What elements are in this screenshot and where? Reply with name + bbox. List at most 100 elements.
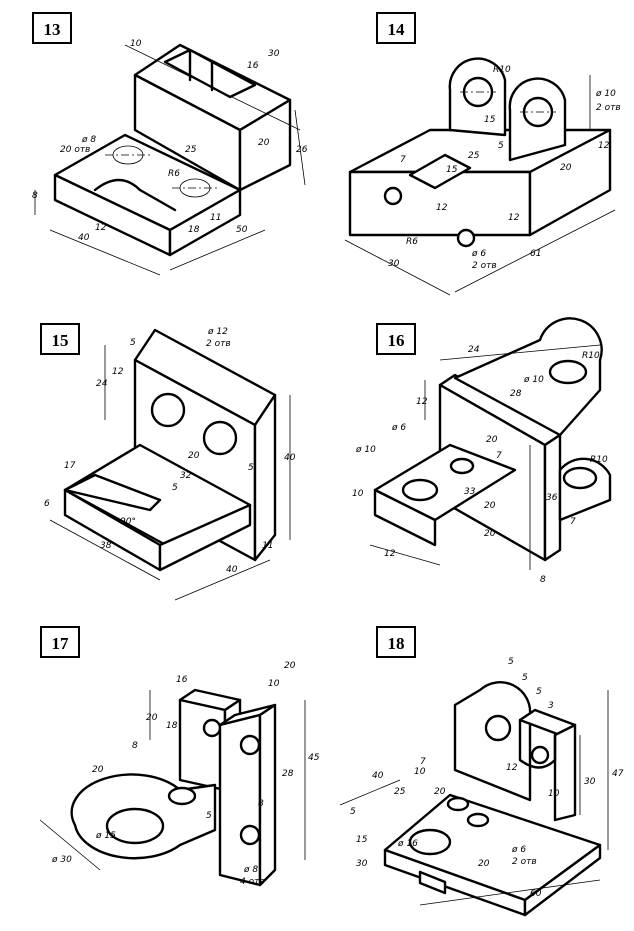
dim-15-5: 20: [188, 451, 200, 461]
dim-18-4: 47: [612, 769, 624, 779]
dim-17-0: 20: [284, 661, 296, 671]
dim-18-19: 60: [530, 889, 542, 899]
dim-16-5: ø 6: [391, 423, 406, 433]
dim-18-1: 5: [522, 673, 528, 683]
problem-label-16: 16: [376, 323, 416, 355]
dim-18-18: 2 отв: [512, 857, 537, 867]
dim-16-12: 20: [484, 501, 496, 511]
dim-14-9: 20: [560, 163, 572, 173]
dim-16-1: R10: [582, 351, 600, 361]
dim-13-1: 30: [268, 49, 280, 59]
dim-14-6: 12: [598, 141, 610, 151]
part-17-drawing: [39, 688, 306, 887]
dim-14-11: R6: [406, 237, 418, 247]
dim-14-0: R10: [493, 65, 511, 75]
problem-label-14: 14: [376, 12, 416, 44]
dim-15-12: 90°: [120, 517, 136, 527]
dim-17-7: 28: [282, 769, 294, 779]
problem-label-15: 15: [40, 323, 80, 355]
dim-16-2: ø 10: [523, 375, 544, 385]
dim-13-5: 25: [185, 145, 197, 155]
dim-17-2: 10: [268, 679, 280, 689]
dim-17-1: 16: [176, 675, 188, 685]
dim-17-9: 5: [206, 811, 212, 821]
dim-18-17: ø 6: [511, 845, 526, 855]
dim-18-5: 30: [584, 777, 596, 787]
part-13-drawing: [34, 43, 306, 276]
dim-18-9: 10: [414, 767, 426, 777]
dim-13-4: 20 отв: [60, 145, 90, 155]
dim-14-8: 15: [446, 165, 458, 175]
part-15-drawing: [49, 328, 291, 601]
dim-16-6: 20: [486, 435, 498, 445]
dim-15-1: ø 12: [207, 327, 228, 337]
dim-13-11: 40: [78, 233, 90, 243]
problem-label-13: 13: [32, 12, 72, 44]
dim-17-12: ø 30: [51, 855, 72, 865]
dim-14-15: 61: [530, 249, 541, 259]
dim-18-8: 40: [372, 771, 384, 781]
dim-14-10: 12: [436, 203, 448, 213]
dim-16-0: 24: [468, 345, 480, 355]
dim-13-6: 20: [258, 138, 270, 148]
dim-17-14: 4 отв: [240, 877, 265, 887]
dim-18-20: 20: [478, 859, 490, 869]
dim-15-8: 32: [180, 471, 192, 481]
dim-17-13: ø 8: [243, 865, 258, 875]
dim-18-6: 12: [506, 763, 518, 773]
dim-18-14: ø 16: [397, 839, 418, 849]
part-18-drawing: [339, 681, 609, 917]
dim-14-1: ø 10: [595, 89, 616, 99]
dim-16-9: 10: [352, 489, 364, 499]
dim-13-3: ø 8: [81, 135, 96, 145]
dim-13-7: 26: [296, 145, 308, 155]
dim-15-10: 6: [44, 499, 50, 509]
dim-18-7: 7: [420, 757, 426, 767]
dim-15-2: 2 отв: [206, 339, 231, 349]
dim-14-5: 5: [498, 141, 504, 151]
dim-14-4: 15: [484, 115, 496, 125]
dim-18-10: 25: [394, 787, 406, 797]
dim-18-0: 5: [508, 657, 514, 667]
dim-15-4: 12: [112, 367, 124, 377]
dim-17-6: 20: [92, 765, 104, 775]
dim-14-13: 2 отв: [472, 261, 497, 271]
dim-16-3: 12: [416, 397, 428, 407]
dim-15-0: 5: [130, 338, 136, 348]
dim-16-17: 8: [540, 575, 546, 585]
dim-18-13: 5: [350, 807, 356, 817]
dim-16-4: 28: [510, 389, 522, 399]
dim-17-11: ø 15: [95, 831, 116, 841]
dim-18-3: 3: [548, 701, 554, 711]
dim-18-11: 20: [434, 787, 446, 797]
dim-13-13: 11: [210, 213, 221, 223]
dim-15-11: 5: [248, 463, 254, 473]
dim-15-14: 40: [226, 565, 238, 575]
dim-14-3: 25: [468, 151, 480, 161]
dim-16-10: 33: [464, 487, 476, 497]
dim-13-0: 10: [130, 39, 142, 49]
dim-15-3: 24: [96, 379, 108, 389]
dim-16-13: 36: [546, 493, 558, 503]
dim-17-4: 18: [166, 721, 178, 731]
dim-14-16: 12: [508, 213, 520, 223]
dim-13-10: 12: [95, 223, 107, 233]
dim-13-8: R6: [168, 169, 180, 179]
dim-17-10: 8: [258, 799, 264, 809]
dim-15-9: 5: [172, 483, 178, 493]
dim-15-6: 40: [284, 453, 296, 463]
problem-label-18: 18: [376, 626, 416, 658]
dim-15-15: 11: [262, 541, 273, 551]
dim-18-12: 10: [548, 789, 560, 799]
dim-15-13: 38: [100, 541, 112, 551]
dim-17-8: 45: [308, 753, 320, 763]
dim-18-15: 15: [356, 835, 368, 845]
dim-14-2: 2 отв: [596, 103, 621, 113]
dim-14-14: 30: [388, 259, 400, 269]
dim-17-3: 20: [146, 713, 158, 723]
dim-16-14: 20: [484, 529, 496, 539]
dim-16-16: 12: [384, 549, 396, 559]
dim-16-8: ø 10: [355, 445, 376, 455]
